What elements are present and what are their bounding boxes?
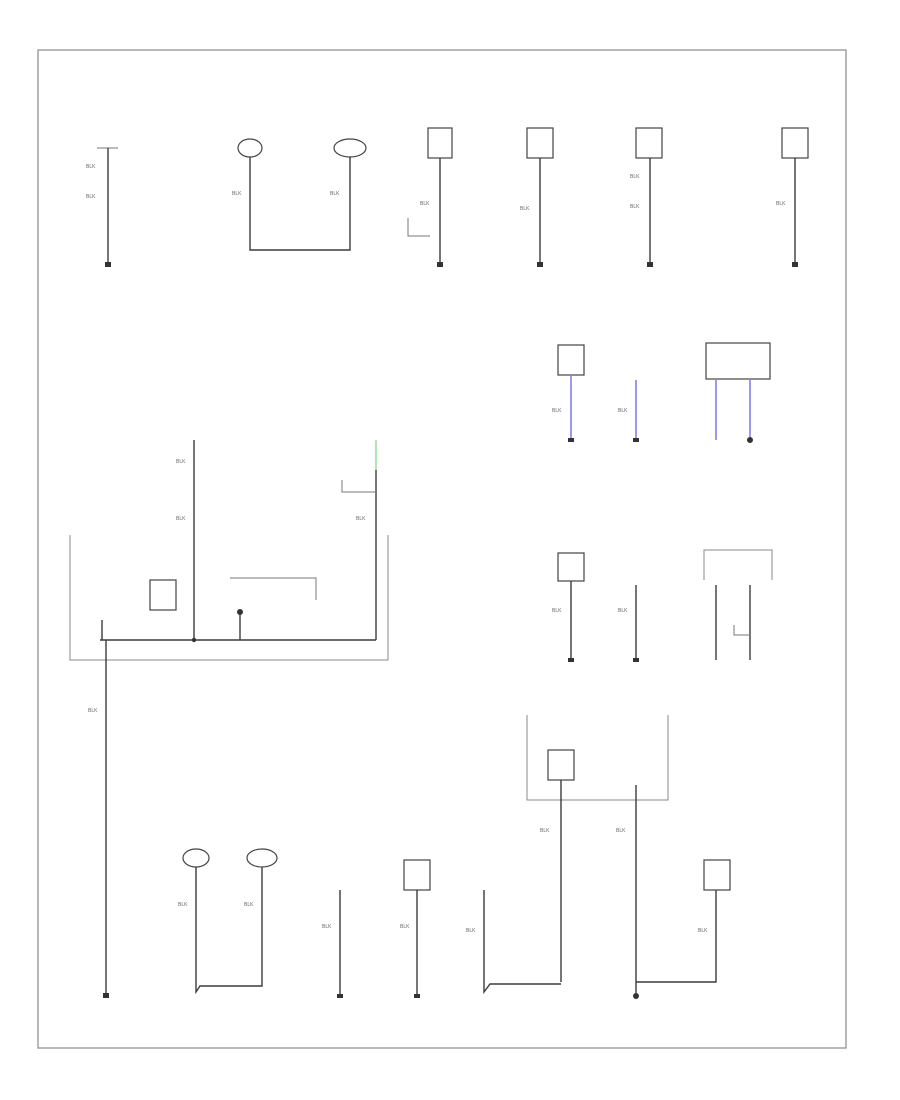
diagram-frame (37, 49, 847, 1049)
ground-point-icon (633, 438, 639, 442)
wire-color-label: BLK (232, 191, 242, 197)
wire-color-label: BLK (420, 201, 430, 207)
wire-color-label: BLK (178, 902, 188, 908)
wire-color-label: BLK (466, 928, 476, 934)
top-component-6: BLK BLK (630, 127, 663, 267)
wire-color-label: BLK (698, 928, 708, 934)
headlight-icon (333, 138, 367, 158)
headlight-icon (246, 848, 278, 868)
ground-point-icon (103, 993, 109, 998)
component-box-icon (781, 127, 809, 159)
top-left-switch-circuit: BLK BLK (86, 147, 118, 267)
lower-right-enclosure: BLK BLK BLK (526, 715, 731, 999)
wire-color-label: BLK (616, 828, 626, 834)
component-box-icon (427, 127, 453, 159)
wire-color-label: BLK (630, 204, 640, 210)
wire-color-label: BLK (552, 608, 562, 614)
wire-color-label: BLK (330, 191, 340, 197)
ground-point-icon (633, 658, 639, 662)
wire-color-label: BLK (176, 459, 186, 465)
wire-color-label: BLK (400, 924, 410, 930)
splice-node-icon (237, 609, 243, 615)
headlight-pair-circuit: BLK BLK (232, 138, 367, 251)
wire-color-label: BLK (776, 201, 786, 207)
component-box-icon (547, 749, 575, 781)
wire-color-label: BLK (618, 408, 628, 414)
wire-color-label: BLK (244, 902, 254, 908)
component-box-icon (703, 859, 731, 891)
wire-color-label: BLK (540, 828, 550, 834)
component-box-icon (403, 859, 431, 891)
top-component-4: BLK (407, 127, 453, 267)
wire-color-label: BLK (88, 708, 98, 714)
ground-point-icon (537, 262, 543, 267)
top-component-5: BLK (520, 127, 554, 267)
wire-color-label: BLK (86, 194, 96, 200)
wire-color-label: BLK (176, 516, 186, 522)
component-box-icon (526, 127, 554, 159)
ground-point-icon (414, 994, 420, 998)
middle-right-lower-circuits: BLK BLK (552, 549, 773, 662)
wire-color-label: BLK (356, 516, 366, 522)
wire-color-label: BLK (86, 164, 96, 170)
component-box-icon (705, 342, 771, 380)
component-box-icon (635, 127, 663, 159)
splice-node-icon (191, 637, 197, 643)
headlight-icon (182, 848, 210, 868)
ground-point-icon (437, 262, 443, 267)
headlight-icon (237, 138, 263, 158)
top-component-7: BLK (776, 127, 809, 267)
bottom-row-circuits: BLK BLK BLK BLK BLK (178, 848, 561, 998)
wire-color-label: BLK (618, 608, 628, 614)
ground-point-icon (792, 262, 798, 267)
wire-color-label: BLK (322, 924, 332, 930)
splice-node-icon (633, 993, 639, 999)
ground-point-icon (568, 438, 574, 442)
ground-point-icon (337, 994, 343, 998)
splice-node-icon (747, 437, 753, 443)
middle-left-bus-circuit: BLK BLK BLK BLK (69, 440, 389, 998)
wire-color-label: BLK (552, 408, 562, 414)
wire-color-label: BLK (630, 174, 640, 180)
wire-color-label: BLK (520, 206, 530, 212)
component-box-icon (557, 552, 585, 582)
ground-point-icon (647, 262, 653, 267)
component-box-icon (557, 344, 585, 376)
ground-point-icon (105, 262, 111, 267)
ground-point-icon (568, 658, 574, 662)
middle-right-blue-circuits: BLK BLK (552, 342, 771, 443)
component-box-icon (149, 579, 177, 611)
